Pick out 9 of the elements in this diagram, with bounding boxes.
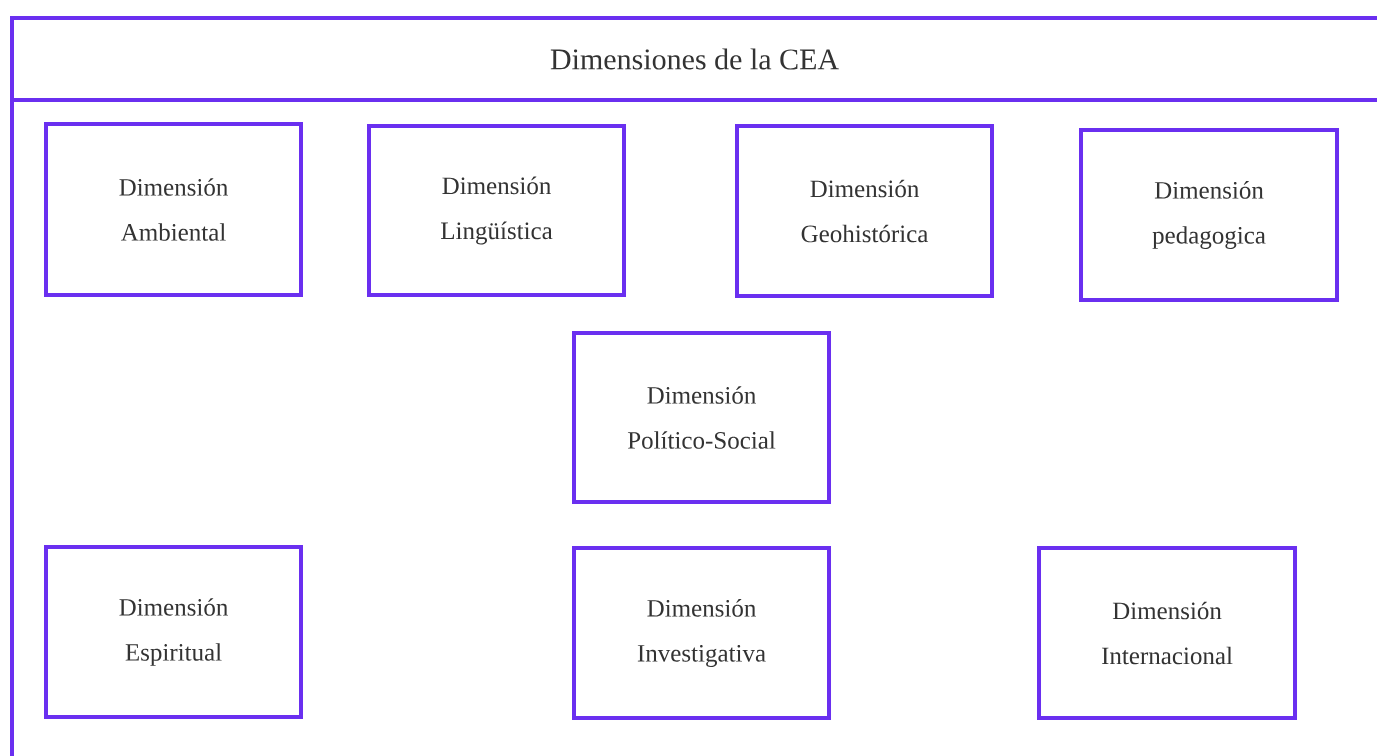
dimension-box: Dimensión Investigativa bbox=[572, 546, 831, 720]
dimension-box: Dimensión pedagogica bbox=[1079, 128, 1339, 302]
dimension-box: Dimensión Político-Social bbox=[572, 331, 831, 504]
dimension-box: Dimensión Lingüística bbox=[367, 124, 626, 297]
dimension-box: Dimensión Ambiental bbox=[44, 122, 303, 297]
dimension-box: Dimensión Geohistórica bbox=[735, 124, 994, 298]
dimension-box: Dimensión Espiritual bbox=[44, 545, 303, 719]
dimension-box: Dimensión Internacional bbox=[1037, 546, 1297, 720]
title-band: Dimensiones de la CEA bbox=[10, 16, 1377, 102]
